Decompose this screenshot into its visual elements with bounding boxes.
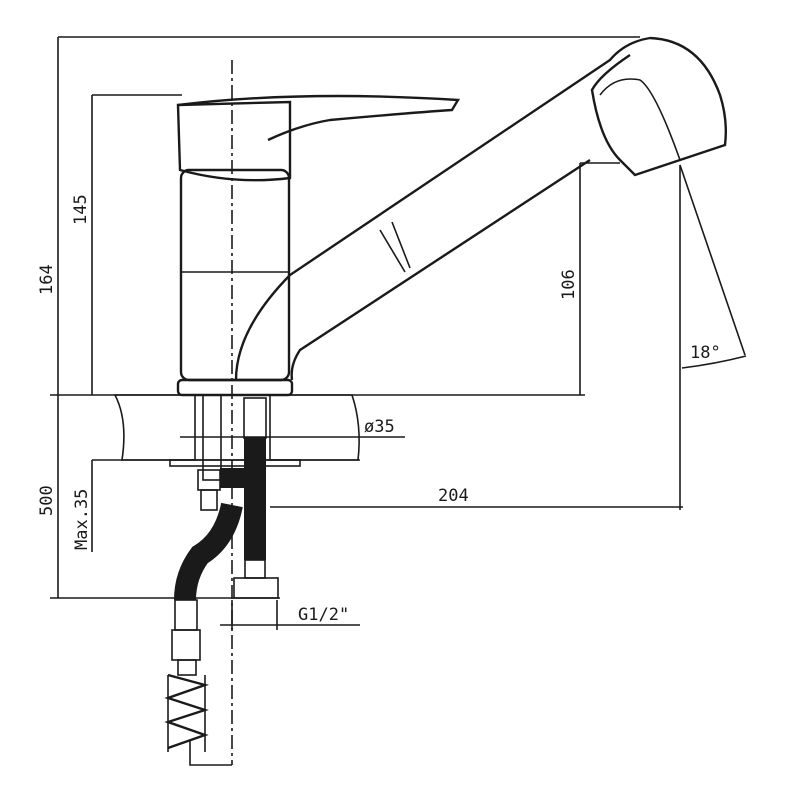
dim-reach: 204 bbox=[438, 486, 469, 506]
dim-hole-diameter: ø35 bbox=[364, 417, 395, 437]
supply-hoses bbox=[164, 394, 279, 752]
dim-hose-length: 500 bbox=[37, 485, 57, 516]
dim-spray-angle: 18° bbox=[690, 343, 721, 363]
dim-handle-height: 145 bbox=[71, 194, 91, 225]
countertop-section bbox=[113, 394, 360, 467]
dim-total-height: 164 bbox=[37, 264, 57, 295]
dimension-lines bbox=[50, 36, 747, 766]
dim-spout-height: 106 bbox=[559, 269, 579, 300]
pull-out-spout bbox=[234, 36, 728, 381]
faucet-body bbox=[176, 94, 461, 397]
dim-counter-thickness: Max.35 bbox=[72, 489, 92, 550]
dim-connection: G1/2" bbox=[298, 605, 349, 625]
